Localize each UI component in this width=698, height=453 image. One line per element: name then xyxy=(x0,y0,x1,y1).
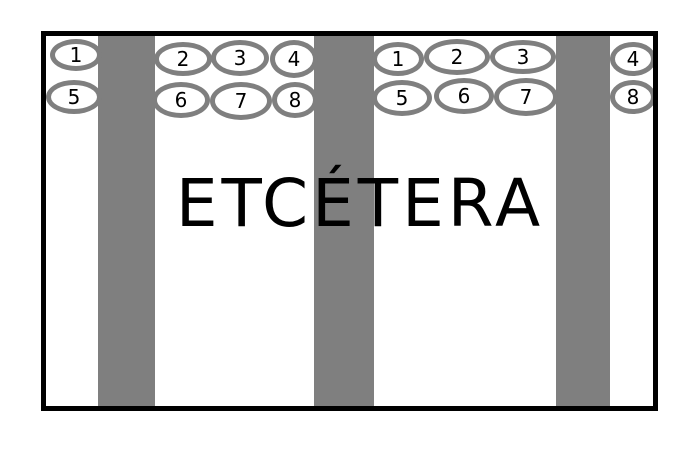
seat-g3-2: 2 xyxy=(424,39,490,75)
seat-g2-2: 2 xyxy=(154,42,212,76)
seat-g2-3: 3 xyxy=(211,40,269,76)
seat-g3-1: 1 xyxy=(372,42,424,76)
seat-g4-8: 8 xyxy=(610,80,653,114)
pillar-3 xyxy=(556,36,610,406)
pillar-1 xyxy=(98,36,155,406)
seat-g1-5: 5 xyxy=(46,80,102,114)
caption-text: ETCÉTERA xyxy=(175,165,545,242)
seat-g3-7: 7 xyxy=(494,78,558,116)
seat-g3-5: 5 xyxy=(372,80,432,116)
seat-g1-1: 1 xyxy=(50,39,102,71)
seat-g3-6: 6 xyxy=(434,78,494,114)
seat-g2-4: 4 xyxy=(270,40,318,78)
diagram-frame: 1 5 2 3 4 6 7 8 1 2 3 5 6 7 4 8 xyxy=(41,31,658,411)
seat-g2-6: 6 xyxy=(152,82,210,118)
seat-g4-4: 4 xyxy=(610,42,653,76)
pillar-2 xyxy=(314,36,374,406)
seat-g2-7: 7 xyxy=(210,82,272,120)
seat-g2-8: 8 xyxy=(272,82,318,118)
seat-g3-3: 3 xyxy=(490,40,556,74)
